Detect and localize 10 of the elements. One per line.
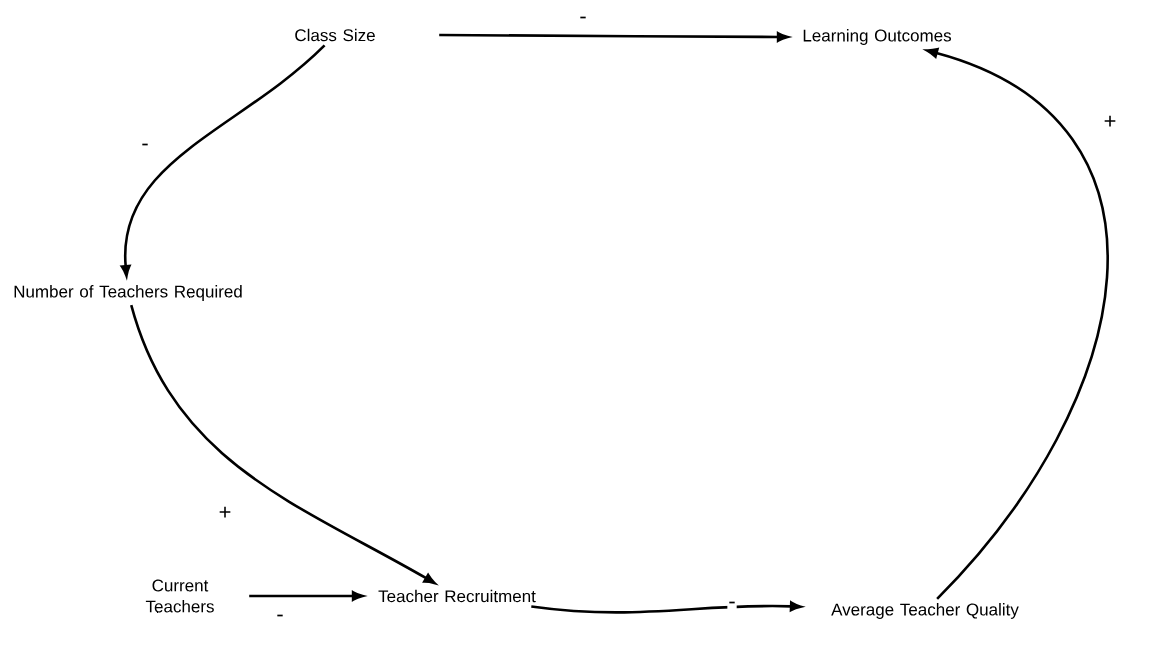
polarity-sign: + (217, 505, 233, 521)
variable-label: Class Size (295, 28, 375, 42)
variable-label: Teacher Recruitment (378, 589, 536, 603)
arrow (130, 304, 436, 585)
variable-label: Average Teacher Quality (831, 603, 1019, 619)
polarity-sign: - (578, 15, 588, 25)
polarity-sign: - (275, 613, 285, 623)
variable-label: Learning Outcomes (803, 29, 951, 45)
variable-label: Current Teachers (145, 579, 214, 613)
variable-label: Number of Teachers Required (14, 285, 242, 301)
